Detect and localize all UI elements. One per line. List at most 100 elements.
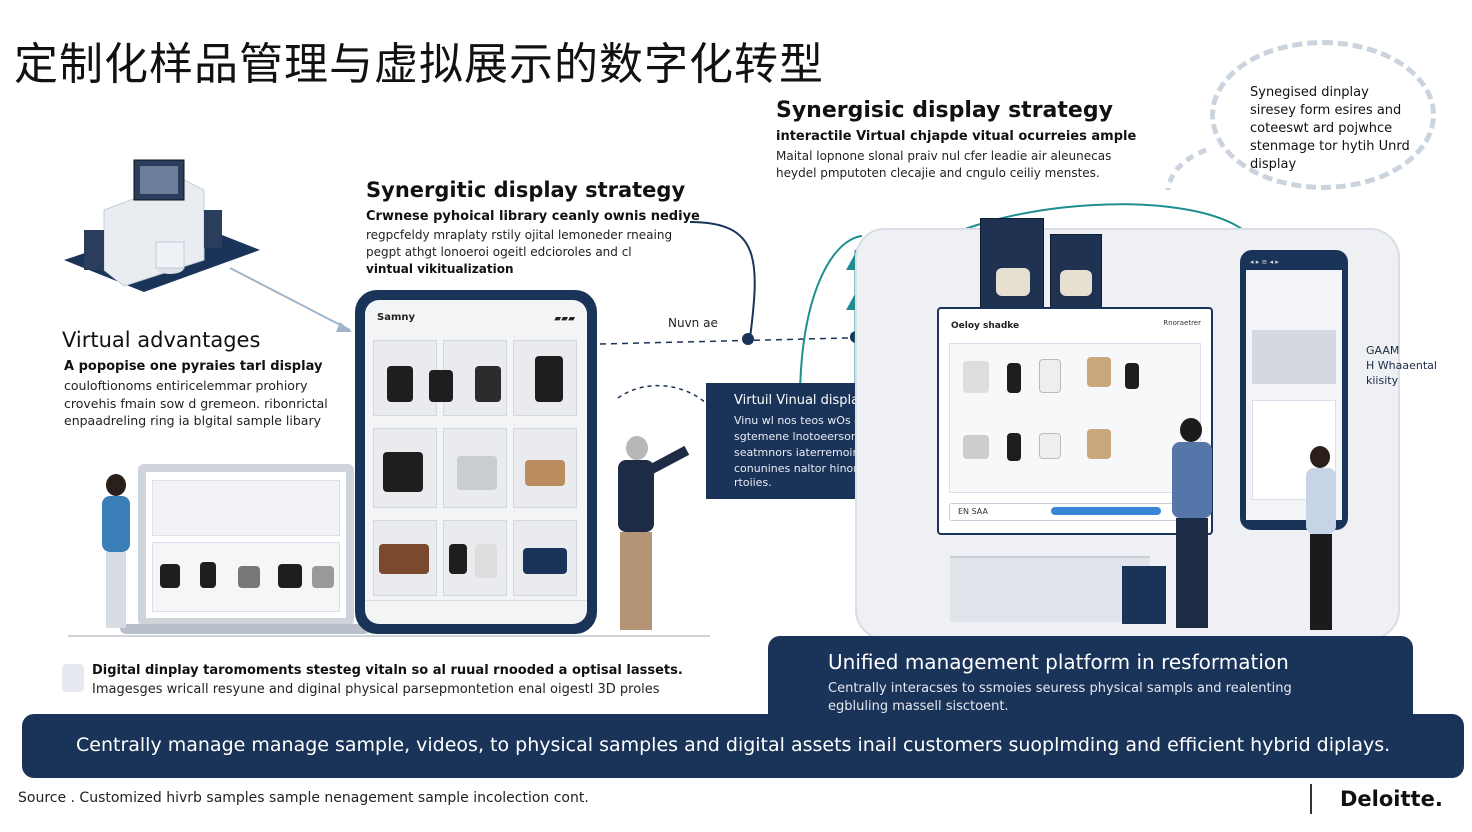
bubble-text: Synegised dinplay siresey form esires an…	[1250, 84, 1410, 174]
monitor-product-9	[1087, 429, 1111, 459]
platform-band: Unified management platform in resformat…	[768, 636, 1413, 726]
bubble-line-2: siresey form esires and	[1250, 103, 1402, 118]
phone-product-11	[523, 548, 567, 574]
phone-product-2	[429, 370, 453, 402]
teal-curve	[799, 235, 863, 401]
person-torso-light	[1306, 468, 1336, 534]
side-label-line-3: kiisity	[1366, 374, 1399, 387]
monitor-product-5	[1125, 363, 1139, 389]
person-woman-tablet	[1296, 446, 1346, 634]
laptop-base	[120, 624, 370, 634]
person-legs-khaki	[620, 532, 652, 630]
page-title: 定制化样品管理与虚拟展示的数字化转型	[14, 39, 824, 90]
person-legs	[106, 552, 126, 628]
platform-line-1: Centrally interacses to ssmoies seuress …	[828, 681, 1292, 696]
virtual-panel-line-5: rtoiies.	[734, 476, 772, 489]
bubble-tail	[1165, 147, 1207, 191]
connector-label: Nuvn ae	[668, 316, 718, 330]
phone-product-9	[449, 544, 467, 574]
phone-product-4	[535, 356, 563, 402]
laptop-row-1	[152, 480, 340, 536]
tablet-screen	[1246, 270, 1342, 520]
document-icon	[62, 664, 84, 692]
laptop-product-5	[312, 566, 334, 588]
tablet-image-block	[1252, 330, 1336, 384]
dashed-curve-panel	[617, 384, 721, 421]
package-product-1	[996, 268, 1030, 296]
bubble-line-3: coteeswt ard pojwhce	[1250, 121, 1393, 136]
side-label-line-2: H Whaaental	[1366, 359, 1437, 372]
mid-line-2: regpcfeldy mraplaty rstily ojital lemone…	[366, 228, 673, 242]
thought-bubble	[1210, 40, 1436, 190]
monitor-product-6	[963, 435, 989, 459]
left-heading: Virtual advantages	[62, 328, 261, 352]
package-box-1	[980, 218, 1044, 310]
package-product-2	[1060, 270, 1092, 296]
phone-product-6	[457, 456, 497, 490]
phone-product-8	[379, 544, 429, 574]
mid-line-1: Crwnese pyhoical library ceanly ownis ne…	[366, 209, 700, 224]
display-stand	[950, 556, 1150, 622]
display-cabinet	[1122, 566, 1166, 624]
phone-status-icons: ▰▰▰	[554, 314, 575, 324]
phone-product-10	[475, 544, 497, 578]
phone-bottom-nav[interactable]	[365, 600, 587, 624]
laptop-product-3	[238, 566, 260, 588]
monitor-product-3	[1039, 359, 1061, 393]
left-line-4: enpaadreling ring ia blgital sample liba…	[64, 413, 322, 428]
laptop-device	[138, 464, 354, 626]
mid-line-4: vintual vikitualization	[366, 262, 514, 276]
bubble-line-4: stenmage tor hytih Unrd	[1250, 139, 1410, 154]
left-line-2: couloftionoms entiricelemmar prohiory	[64, 378, 308, 393]
curve-mid-to-phone	[689, 221, 756, 339]
deloitte-logo: Deloitte.	[1340, 787, 1443, 811]
monitor-product-1	[963, 361, 989, 393]
left-line-3: crovehis fmain sow d gremeon. ribonricta…	[64, 396, 328, 411]
laptop-product-1	[160, 564, 180, 588]
laptop-product-2	[200, 562, 216, 588]
virtual-panel-line-3: seatmnors iaterremoimen	[734, 446, 877, 459]
lower-left-line-1: Digital dinplay taromoments stesteg vita…	[92, 663, 683, 678]
lower-left-line-2: Imagesges wricall resyune and diginal ph…	[92, 682, 660, 697]
monitor-badge[interactable]: Rnoraetrer	[1163, 319, 1201, 327]
summary-band: Centrally manage manage sample, videos, …	[22, 714, 1464, 778]
showroom-monitor: Oeloy shadke Rnoraetrer EN SAA	[937, 307, 1213, 535]
footer-divider	[1310, 784, 1312, 814]
booth-svg	[64, 159, 260, 292]
person-legs-navy	[1176, 518, 1208, 628]
top-right-line-3: heydel pmputoten clecajie and cngulo cei…	[776, 166, 1100, 180]
side-label: GAAM H Whaaental kiisity	[1366, 343, 1437, 388]
monitor-product-4	[1087, 357, 1111, 387]
bubble-line-1: Synegised dinplay	[1250, 85, 1369, 100]
virtual-panel-title: Virtuil Vinual display	[734, 393, 867, 408]
person-head	[106, 474, 126, 496]
summary-text: Centrally manage manage sample, videos, …	[76, 734, 1391, 756]
packaging-boxes	[980, 218, 1120, 310]
person-head-woman	[1310, 446, 1330, 468]
monitor-progress-bar	[1051, 507, 1161, 515]
top-right-heading: Synergisic display strategy	[776, 98, 1113, 123]
virtual-panel-line-2: sgtemene lnotoeersomd	[734, 430, 869, 443]
platform-title: Unified management platform in resformat…	[828, 650, 1289, 674]
top-right-line-1: interactile Virtual chjapde vitual ocurr…	[776, 129, 1137, 144]
phone-cell-1[interactable]	[373, 340, 437, 416]
laptop-product-4	[278, 564, 302, 588]
arrow-head-booth	[336, 322, 352, 332]
phone-product-3	[475, 366, 501, 402]
mid-heading: Synergitic display strategy	[366, 178, 686, 202]
left-line-1: A popopise one pyraies tarl display	[64, 359, 323, 374]
person-man-showroom	[1150, 418, 1224, 634]
monitor-product-2	[1007, 363, 1021, 393]
person-legs-dark	[1310, 534, 1332, 630]
bubble-line-5: display	[1250, 157, 1297, 172]
smartphone-device: Samny ▰▰▰	[355, 290, 597, 634]
person-woman-laptop	[92, 474, 142, 634]
mid-line-3: pegpt athgt lonoeroi ogeitl edcioroles a…	[366, 245, 632, 259]
person-head-dark	[1180, 418, 1202, 442]
top-right-line-2: Maital lopnone slonal praiv nul cfer lea…	[776, 149, 1112, 163]
tablet-status: ◂ ▸ ≡ ◂ ▸	[1250, 258, 1279, 266]
curve-booth-arrow	[229, 267, 351, 331]
person-arm-pointing	[645, 445, 690, 476]
monitor-grid	[949, 343, 1201, 493]
node-left	[742, 333, 754, 345]
